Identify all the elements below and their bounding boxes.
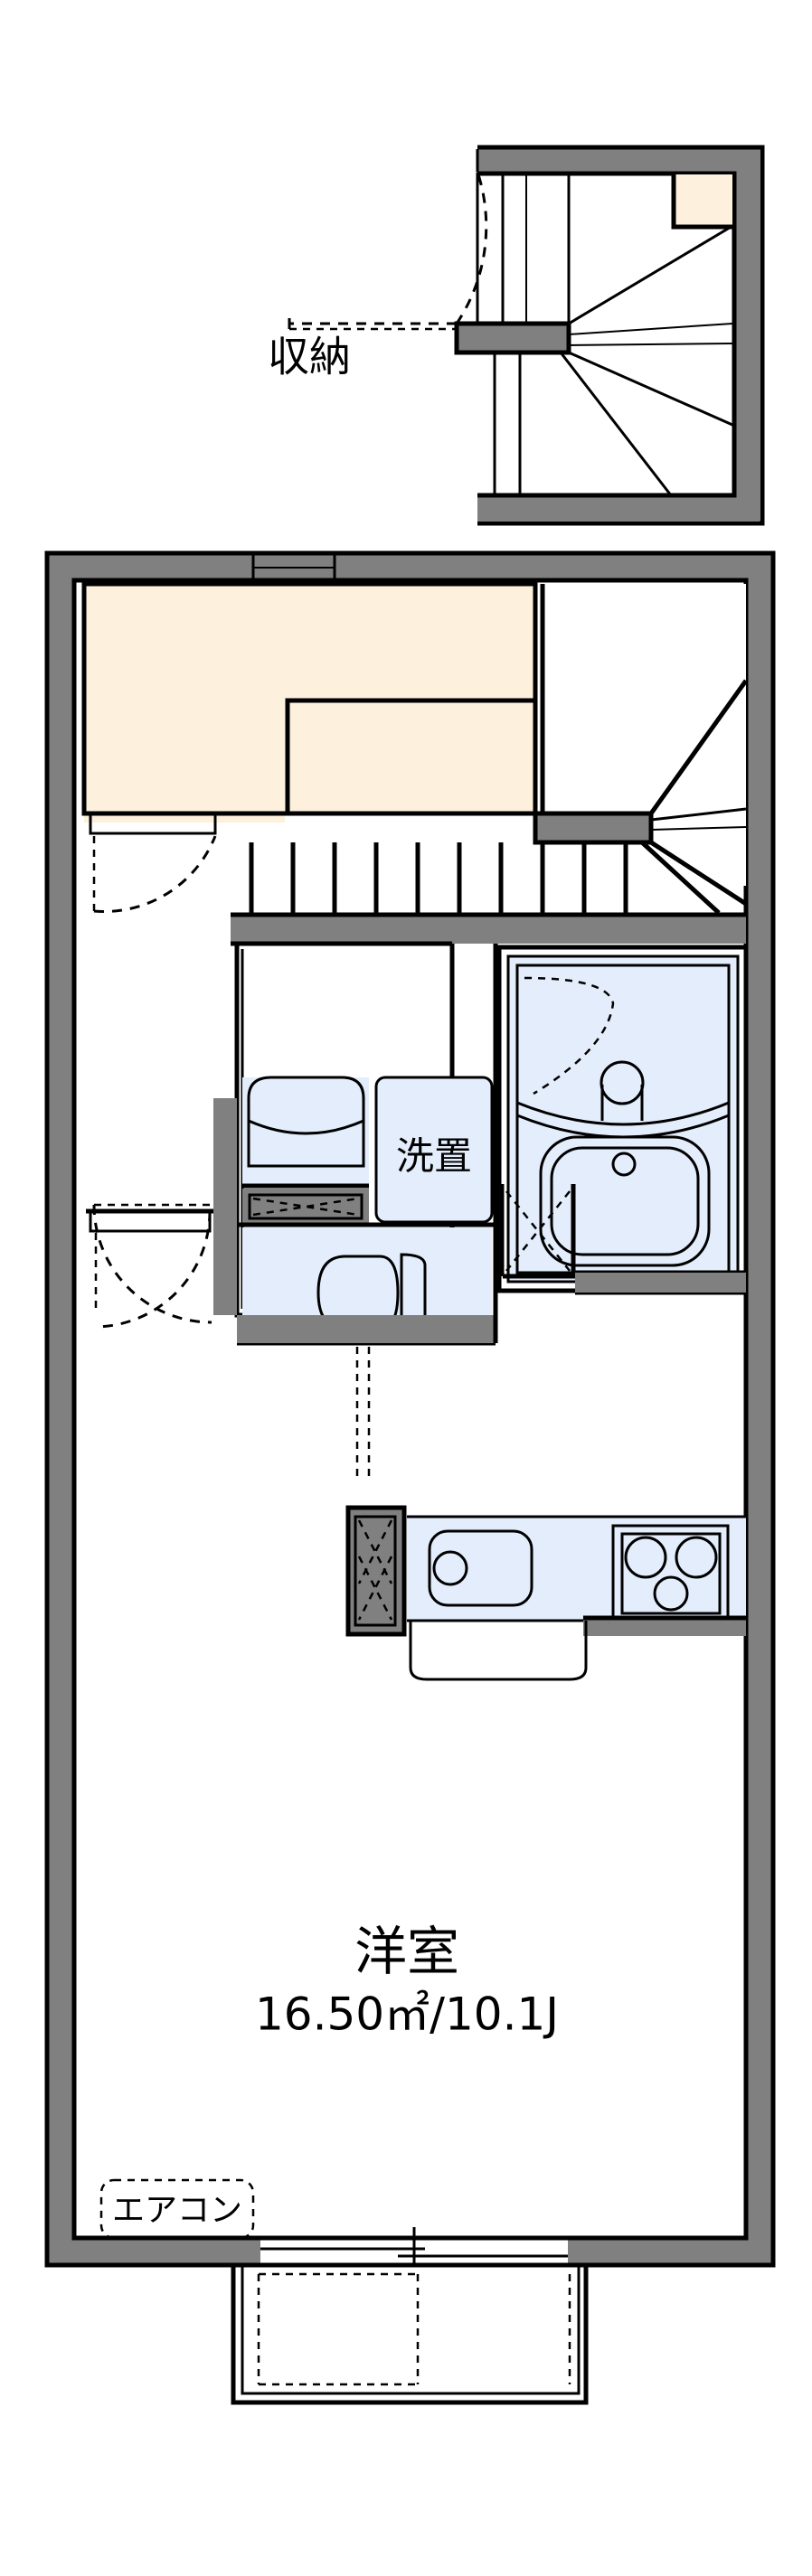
closet-door[interactable] <box>89 812 217 913</box>
upper-block-outer-outline <box>477 145 765 526</box>
room-door-swing-arc <box>92 1204 212 1324</box>
stair-treads-winder <box>640 679 749 915</box>
kitchen <box>345 1505 746 1681</box>
upper-stair-lower-run <box>493 354 522 495</box>
vanity-icon <box>242 1076 369 1189</box>
closet-fill <box>84 584 535 823</box>
upper-stair-winders <box>559 224 733 496</box>
main-staircase <box>231 584 749 946</box>
bathtub-icon <box>539 1135 711 1267</box>
sanitary-block: 洗置 <box>86 944 749 1346</box>
closet-door-swing-arc <box>93 835 217 913</box>
washroom-door-swing-arc <box>95 1210 212 1329</box>
kitchen-base-wall-fill <box>583 1618 746 1636</box>
upper-storage-nook-outline <box>671 174 732 230</box>
kitchen-apron <box>409 1621 588 1681</box>
upper-stair-landing-wall-fill <box>457 324 569 353</box>
upper-storage-nook-fill <box>674 174 732 227</box>
main-room-label: 洋室 <box>354 1921 459 1982</box>
shower-icon <box>524 976 615 1095</box>
washer-icon: 洗置 <box>374 1076 494 1224</box>
room-door[interactable] <box>86 1203 213 1324</box>
aircon-label: エアコン <box>112 2192 242 2229</box>
closet-window[interactable] <box>251 551 336 582</box>
bathroom-bottom-wall-fill <box>575 1273 746 1293</box>
upper-stair-block <box>288 145 765 526</box>
closet-label: 収納 <box>268 333 351 381</box>
kitchen-sink-icon <box>428 1529 533 1607</box>
entry-door-swing-arc <box>455 171 488 324</box>
aircon-tag-box <box>99 2178 255 2240</box>
bath-door[interactable] <box>496 1184 576 1291</box>
cabinet-icon[interactable] <box>345 1505 407 1637</box>
entry-door-upper[interactable] <box>288 149 488 331</box>
balcony <box>231 2227 589 2405</box>
stair-hall-floor <box>231 584 746 886</box>
balcony-window[interactable] <box>260 2227 568 2268</box>
washer-label: 洗置 <box>396 1134 472 1179</box>
stair-treads-straight <box>249 842 628 913</box>
balcony-slab-outline <box>231 2265 589 2405</box>
stair-landing-wall-fill <box>535 813 651 842</box>
main-room: 洋室 16.50㎡/10.1J <box>255 1921 559 2040</box>
main-room-area-label: 16.50㎡/10.1J <box>255 1988 559 2041</box>
balcony-slab-inner <box>241 2265 581 2395</box>
closet-shelf-divider <box>285 698 535 813</box>
upper-block-inner-outline <box>477 171 737 498</box>
stove-icon <box>611 1524 730 1622</box>
corridor-guide <box>355 1347 371 1482</box>
aircon-icon: エアコン <box>99 2178 255 2240</box>
bathroom <box>496 945 749 1295</box>
closet-door-opening <box>89 812 217 835</box>
toilet-left-wall-fill <box>213 1098 237 1315</box>
stair-bottom-wall-fill <box>231 915 746 944</box>
washroom-bottom-wall-fill <box>237 1315 496 1343</box>
vanity-slide[interactable] <box>242 1189 369 1225</box>
closet-room: 収納 <box>81 333 538 913</box>
